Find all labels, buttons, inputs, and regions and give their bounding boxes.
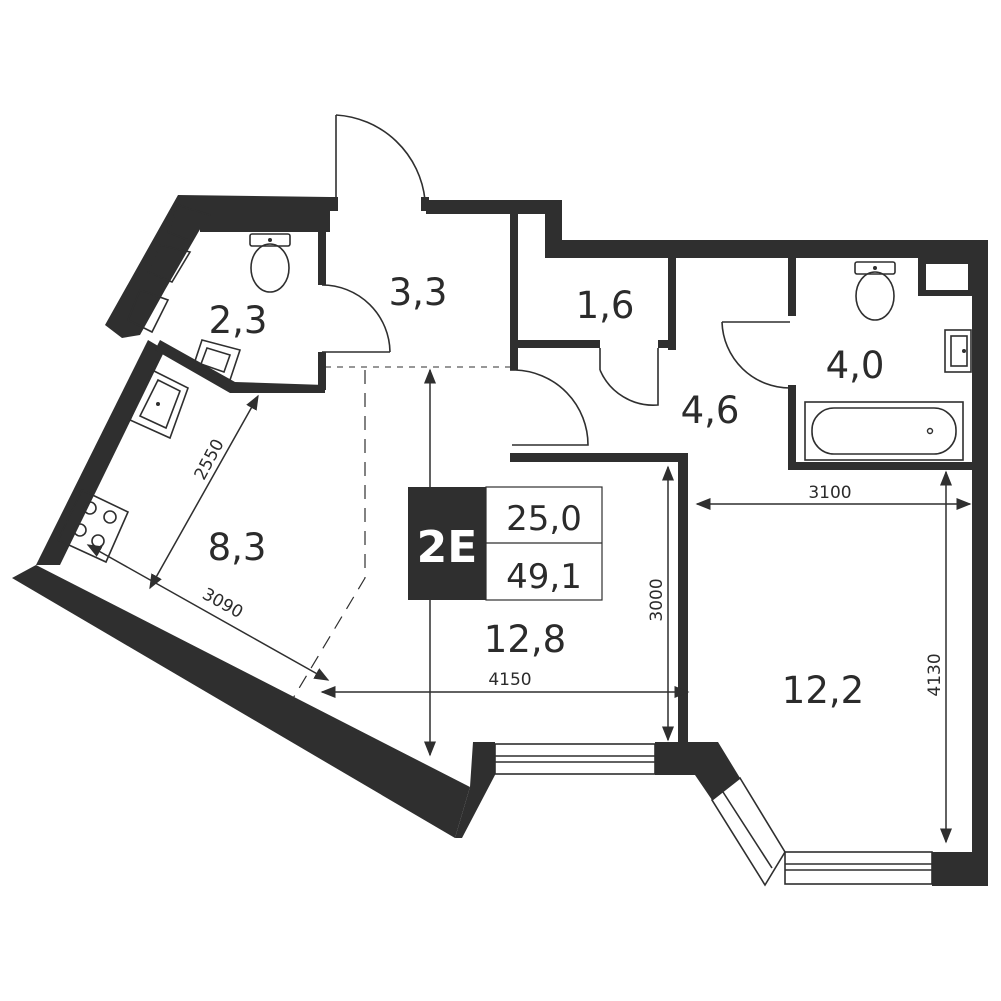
wall-small-bath-right	[318, 230, 326, 285]
outer-wall-bath-small	[105, 195, 330, 338]
wall-bathroom-left	[788, 258, 796, 316]
room-area-corridor: 4,6	[681, 389, 740, 432]
door-bathroom-swing	[721, 321, 791, 389]
wall-storage-left	[510, 214, 518, 370]
window-bay-bottom	[784, 851, 933, 885]
wall-bathroom-bottom	[788, 462, 978, 470]
room-area-bathroom-small: 2,3	[209, 299, 268, 342]
outer-wall-east	[972, 240, 988, 885]
wall-small-bath-bottom	[155, 340, 325, 393]
wall-living-window-left	[455, 742, 495, 838]
door-small-bath-swing	[321, 284, 391, 353]
window-bath-small-1	[166, 204, 212, 241]
wall-bay-block	[655, 742, 740, 800]
kitchen-zone-boundary	[291, 370, 366, 701]
sink-bathroom	[944, 329, 972, 373]
room-area-living: 12,8	[484, 618, 566, 661]
bathtub	[804, 401, 964, 461]
badge-living-area: 25,0	[506, 499, 582, 539]
dim-label-3090: 3090	[199, 584, 247, 622]
wall-living-bedroom	[678, 453, 688, 743]
toilet-small-bath	[249, 233, 291, 293]
dimension-lines	[86, 368, 972, 844]
door-entrance-swing	[335, 114, 426, 201]
room-area-hall: 3,3	[389, 271, 448, 314]
toilet-bathroom	[854, 261, 896, 321]
room-area-bathroom: 4,0	[826, 344, 885, 387]
dim-label-3100: 3100	[808, 483, 851, 503]
window-bath-small-3	[126, 288, 170, 334]
wall-bathroom-left-lower	[788, 385, 796, 470]
wall-top-entrance-right	[426, 200, 516, 214]
wall-bedroom-corner	[932, 852, 988, 886]
room-area-kitchen: 8,3	[208, 526, 267, 569]
doors	[321, 114, 791, 446]
badge-type: 2E	[417, 522, 478, 573]
badge-total-area: 49,1	[506, 557, 582, 597]
badge-type-box	[408, 487, 486, 600]
dim-label-4130: 4130	[925, 653, 945, 696]
room-labels: 2,3 3,3 1,6 4,0 4,6 8,3 12,8 12,2	[208, 271, 885, 712]
wall-top-step	[510, 200, 985, 258]
wall-storage-bottom-left	[510, 340, 600, 348]
dim-label-3000: 3000	[647, 578, 667, 621]
apartment-badge: 2E 25,0 49,1	[408, 486, 603, 601]
wall-small-bath-right-lower	[318, 352, 326, 390]
wall-top-small-bath	[200, 197, 330, 232]
wall-storage-bottom-right	[658, 340, 676, 348]
door-storage-swing	[599, 348, 659, 406]
outer-wall-west	[36, 340, 165, 565]
dim-line-3090	[86, 544, 330, 681]
window-bath-small-2	[146, 244, 192, 284]
room-area-storage: 1,6	[576, 284, 635, 327]
windows	[126, 204, 933, 887]
sink-small-bath	[191, 339, 242, 382]
room-area-bedroom: 12,2	[782, 669, 864, 712]
dim-label-4150: 4150	[488, 670, 531, 690]
window-living	[494, 743, 656, 775]
wall-living-corridor	[510, 453, 688, 462]
wall-storage-right	[668, 258, 676, 350]
door-living-swing	[512, 369, 589, 446]
